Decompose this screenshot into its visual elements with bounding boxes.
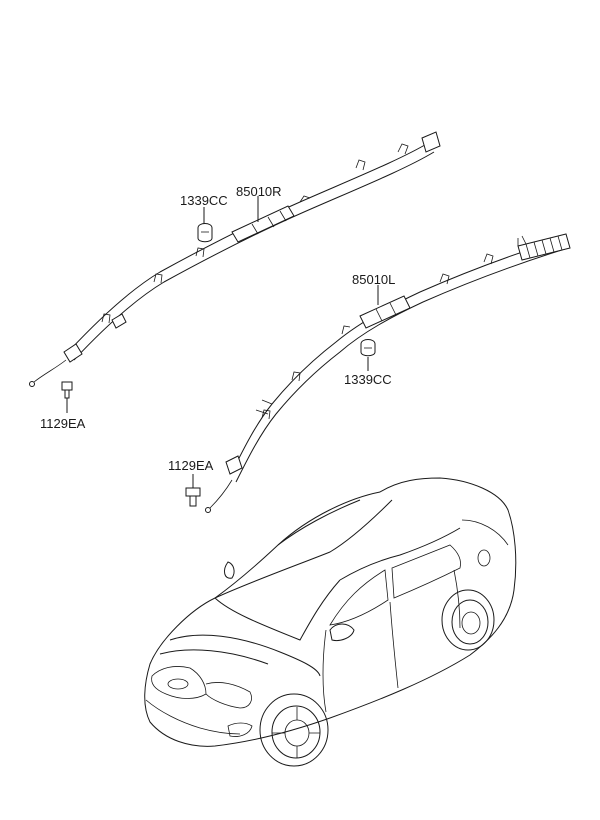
label-bolt-left: 1129EA: [168, 458, 214, 473]
curtain-airbag-right: [29, 131, 441, 387]
bolt-right-icon: [61, 381, 73, 413]
label-airbag-right: 85010R: [236, 184, 282, 199]
label-bolt-right: 1129EA: [40, 416, 86, 431]
clip-left-icon: [360, 339, 376, 371]
label-clip-right: 1339CC: [180, 193, 228, 208]
curtain-airbag-left: [205, 233, 571, 513]
car-illustration: [144, 477, 517, 767]
bolt-left-icon: [185, 474, 201, 507]
clip-right-icon: [197, 207, 213, 243]
label-airbag-left: 85010L: [352, 272, 395, 287]
label-clip-left: 1339CC: [344, 372, 392, 387]
rear-wheel-icon: [441, 589, 495, 651]
front-wheel-icon: [259, 693, 329, 767]
